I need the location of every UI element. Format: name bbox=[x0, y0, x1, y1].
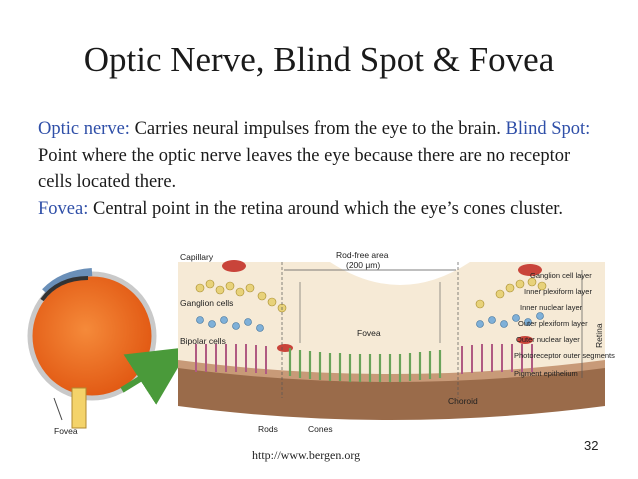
page-number: 32 bbox=[584, 438, 599, 453]
rod-free-label: Rod-free area bbox=[336, 250, 389, 260]
layer-label: Outer plexiform layer bbox=[518, 319, 588, 328]
definition-fovea: Central point in the retina around which… bbox=[88, 198, 564, 219]
body-paragraph: Optic nerve: Carries neural impulses fro… bbox=[38, 116, 598, 222]
layer-label: Ganglion cell layer bbox=[530, 271, 592, 280]
eye-fovea-label: Fovea bbox=[54, 426, 78, 436]
retina-cross-section bbox=[178, 260, 605, 420]
cones-label: Cones bbox=[308, 424, 333, 434]
definition-optic-nerve: Carries neural impulses from the eye to … bbox=[129, 119, 506, 139]
term-optic-nerve: Optic nerve: bbox=[38, 119, 130, 139]
slide-title: Optic Nerve, Blind Spot & Fovea bbox=[83, 40, 555, 79]
layer-label: Outer nuclear layer bbox=[516, 335, 580, 344]
bipolar-label: Bipolar cells bbox=[180, 336, 226, 346]
capillary-label: Capillary bbox=[180, 252, 214, 262]
fovea-label: Fovea bbox=[357, 328, 381, 338]
source-url[interactable]: http://www.bergen.org bbox=[252, 448, 361, 462]
ganglion-label: Ganglion cells bbox=[180, 298, 233, 308]
layer-label: Inner plexiform layer bbox=[524, 287, 592, 296]
retina-layer-labels: Ganglion cell layer Inner plexiform laye… bbox=[514, 271, 615, 378]
layer-label: Pigment epithelium bbox=[514, 369, 578, 378]
layer-label: Inner nuclear layer bbox=[520, 303, 583, 312]
choroid-label: Choroid bbox=[448, 396, 478, 406]
rod-free-size-label: (200 μm) bbox=[346, 260, 380, 270]
term-blind-spot: Blind Spot: bbox=[505, 119, 591, 139]
definition-blind-spot: Point where the optic nerve leaves the e… bbox=[38, 145, 571, 193]
layer-label: Photoreceptor outer segments bbox=[514, 351, 615, 360]
eyeball-illustration: Fovea bbox=[27, 268, 157, 436]
retina-figure: Fovea bbox=[27, 250, 615, 436]
zoom-arrow bbox=[120, 346, 191, 405]
retina-label: Retina bbox=[594, 323, 604, 348]
rods-label: Rods bbox=[258, 424, 278, 434]
term-fovea: Fovea: bbox=[38, 198, 89, 219]
